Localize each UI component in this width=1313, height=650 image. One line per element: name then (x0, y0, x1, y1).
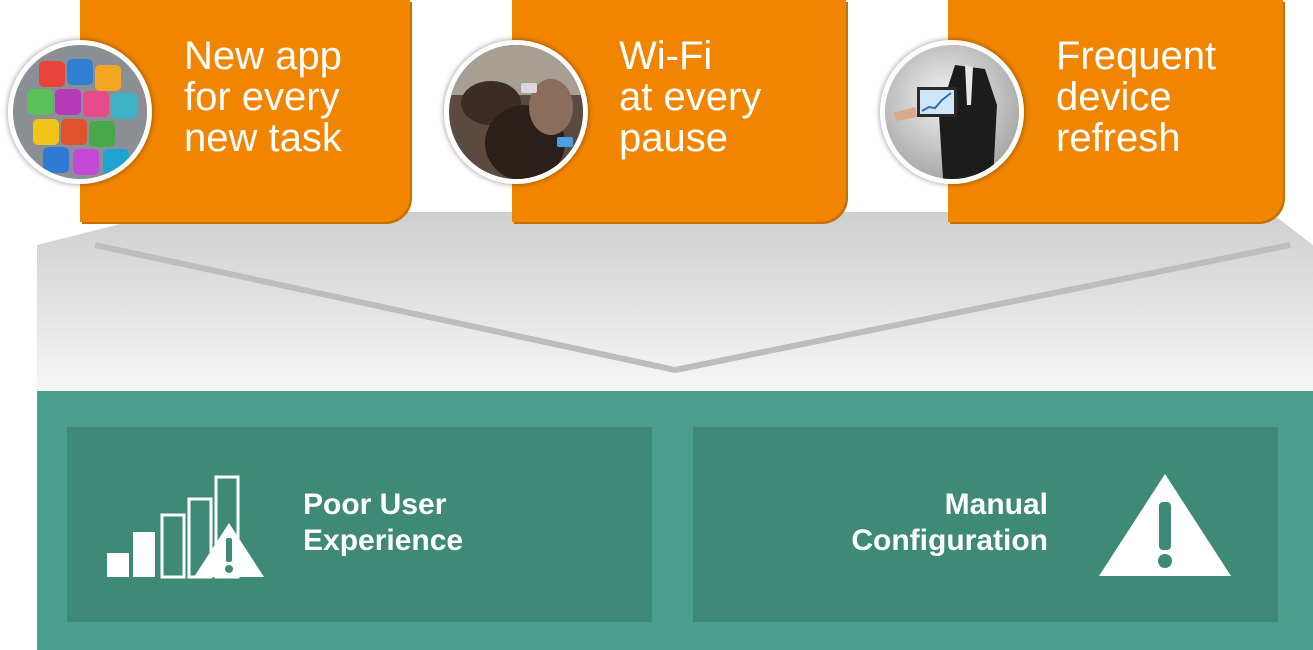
app-icons-image (8, 40, 152, 184)
signal-bars-warning-icon (107, 475, 264, 579)
card-new-app-label: New app for every new task (184, 34, 342, 160)
funnel-shape (37, 212, 1313, 392)
warning-triangle-icon (1099, 474, 1231, 576)
card-wifi-label: Wi-Fi at every pause (619, 34, 762, 160)
panel-poor-user-experience: Poor User Experience (67, 427, 652, 622)
businessman-with-tablet-image (880, 40, 1024, 184)
card-device-refresh-label: Frequent device refresh (1056, 34, 1217, 160)
manual-configuration-title: Manual Configuration (851, 488, 1048, 557)
panel-manual-configuration: Manual Configuration (693, 427, 1278, 622)
poor-user-experience-title: Poor User Experience (303, 488, 464, 557)
people-with-phones-image (444, 40, 588, 184)
